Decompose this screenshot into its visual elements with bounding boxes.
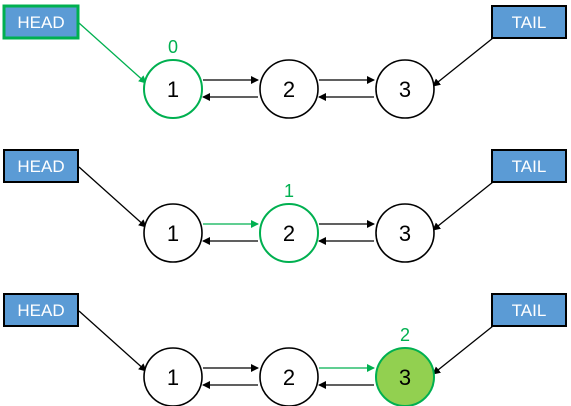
list-row: HEAD TAIL 1 2 3 0 [2, 4, 567, 119]
tail-pointer-arrow [432, 181, 494, 231]
tail-box [491, 5, 567, 39]
node-value: 3 [399, 221, 411, 246]
tail-label: TAIL [512, 157, 547, 176]
current-index-label: 1 [284, 181, 294, 201]
tail-box [491, 293, 567, 327]
node-value: 3 [399, 365, 411, 390]
head-label: HEAD [17, 301, 64, 320]
head-label: HEAD [17, 13, 64, 32]
node-value: 1 [167, 77, 179, 102]
tail-box [491, 149, 567, 183]
tail-label: TAIL [512, 13, 547, 32]
node-value: 2 [283, 77, 295, 102]
list-node [259, 59, 319, 119]
tail-pointer-arrow [432, 325, 494, 375]
list-node [375, 59, 435, 119]
list-node [143, 347, 203, 406]
list-row: HEAD TAIL 1 2 3 1 [3, 149, 567, 263]
list-node [143, 59, 203, 119]
head-pointer-arrow [78, 166, 147, 228]
current-index-label: 2 [400, 325, 410, 345]
list-row: HEAD TAIL 1 2 3 2 [3, 293, 567, 406]
head-pointer-arrow [78, 22, 147, 84]
head-box [3, 293, 79, 327]
tail-label: TAIL [512, 301, 547, 320]
tail-pointer-arrow [432, 37, 494, 87]
head-pointer-arrow [78, 310, 147, 372]
list-node [375, 203, 435, 263]
node-value: 1 [167, 221, 179, 246]
current-index-label: 0 [168, 37, 178, 57]
node-value: 2 [283, 365, 295, 390]
node-value: 2 [283, 221, 295, 246]
list-node [375, 347, 435, 406]
list-node [143, 203, 203, 263]
node-value: 1 [167, 365, 179, 390]
node-value: 3 [399, 77, 411, 102]
head-box [3, 149, 79, 183]
head-box [2, 4, 80, 40]
list-node [259, 347, 319, 406]
head-label: HEAD [17, 157, 64, 176]
list-node [259, 203, 319, 263]
